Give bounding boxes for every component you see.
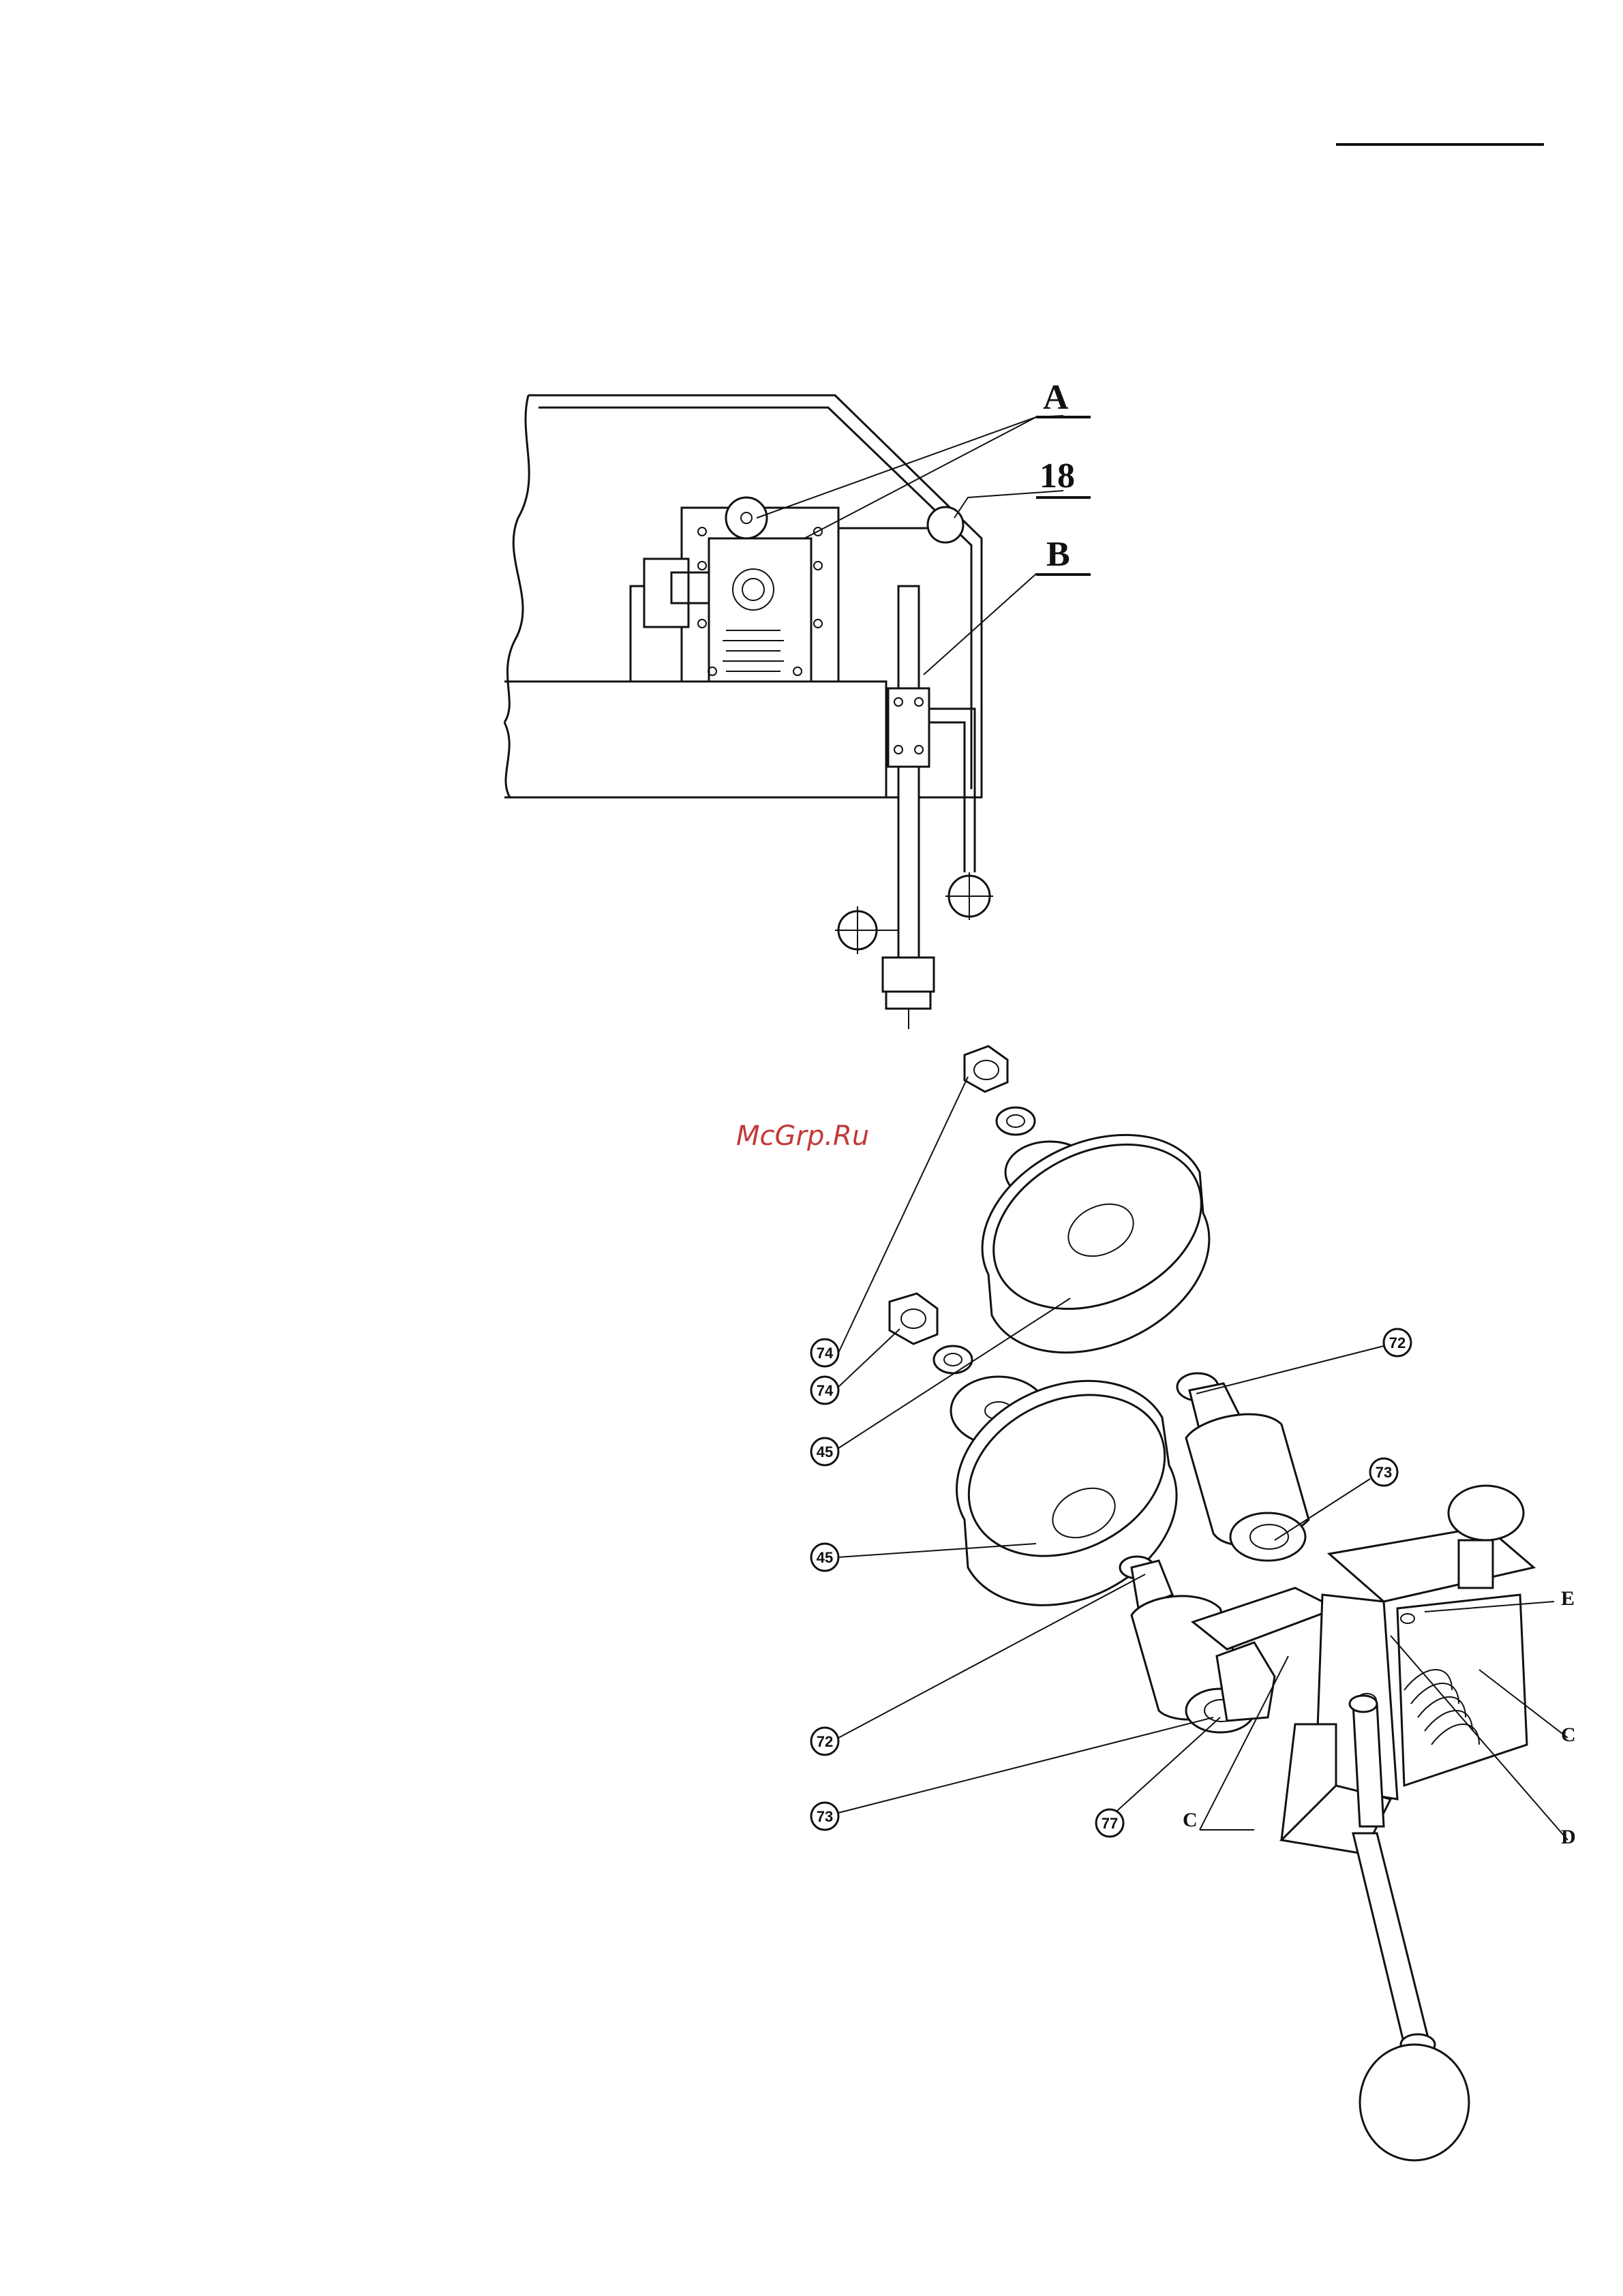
svg-text:77: 77 bbox=[1102, 1815, 1118, 1832]
assembly-drawing bbox=[504, 395, 1091, 1029]
svg-text:73: 73 bbox=[1376, 1464, 1392, 1481]
part-number-45-lower: 45 bbox=[811, 1544, 838, 1571]
part-number-72-lower: 72 bbox=[811, 1728, 838, 1755]
svg-text:74: 74 bbox=[817, 1345, 834, 1362]
part-number-74-upper: 74 bbox=[811, 1339, 838, 1366]
svg-text:45: 45 bbox=[817, 1549, 833, 1566]
svg-text:45: 45 bbox=[817, 1443, 833, 1460]
part-number-72-upper: 72 bbox=[1384, 1329, 1411, 1356]
callout-d: D bbox=[1561, 1826, 1576, 1848]
exploded-view bbox=[838, 1046, 1568, 2160]
watermark: McGrp.Ru bbox=[736, 1120, 869, 1152]
part-number-77: 77 bbox=[1096, 1809, 1123, 1837]
callout-e: E bbox=[1561, 1587, 1575, 1610]
part-number-73-lower: 73 bbox=[811, 1803, 838, 1830]
part-number-45-upper: 45 bbox=[811, 1438, 838, 1465]
svg-text:73: 73 bbox=[817, 1808, 833, 1825]
part-number-73-upper: 73 bbox=[1370, 1458, 1397, 1486]
callout-18: 18 bbox=[1040, 457, 1075, 495]
svg-text:72: 72 bbox=[1389, 1334, 1406, 1351]
svg-text:74: 74 bbox=[817, 1382, 834, 1399]
svg-text:72: 72 bbox=[817, 1733, 833, 1750]
callout-c-left: C bbox=[1183, 1809, 1198, 1831]
callout-a: A bbox=[1043, 378, 1069, 417]
callout-c-right: C bbox=[1561, 1724, 1576, 1746]
part-number-74-lower: 74 bbox=[811, 1377, 838, 1404]
callout-b: B bbox=[1046, 535, 1070, 574]
